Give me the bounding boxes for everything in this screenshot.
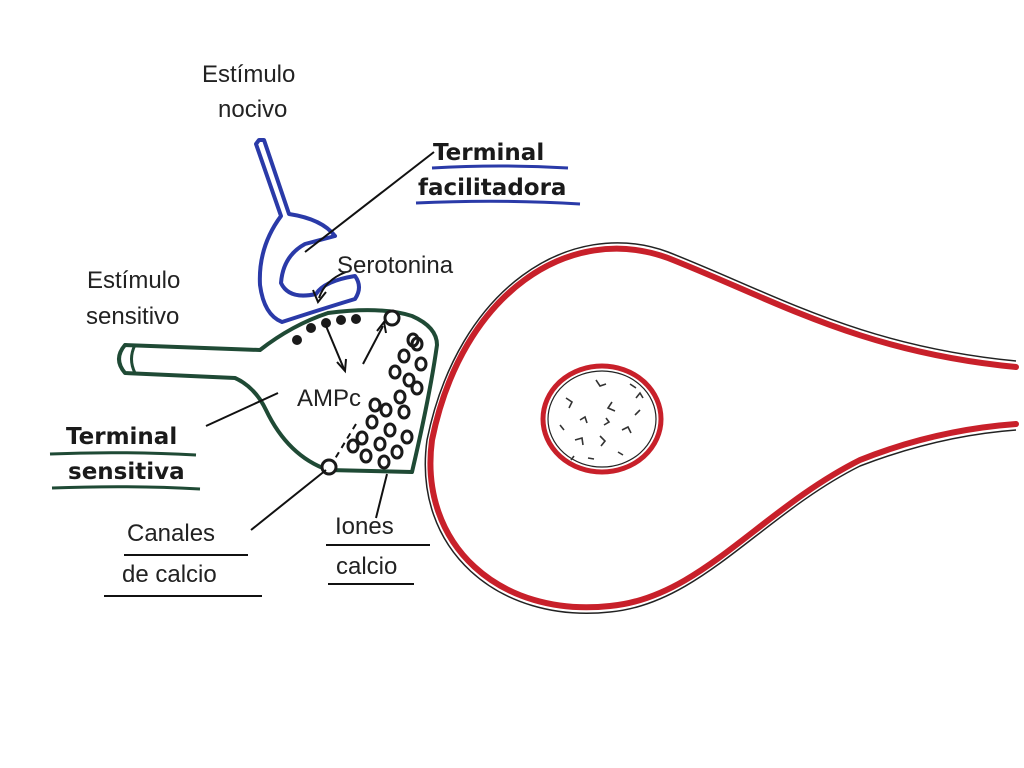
underline-sensory-2 [51, 485, 201, 491]
chromatin-speckle [635, 391, 644, 399]
chromatin-speckle [570, 455, 575, 461]
chromatin-speckle [579, 415, 588, 424]
chromatin-speckles [559, 379, 644, 461]
label-sensory-stimulus: Estímulo [87, 267, 180, 294]
chromatin-speckle [559, 424, 565, 431]
label-calcium-ions: Iones [335, 513, 394, 540]
calcium-ion-dot [402, 372, 416, 388]
underline-sensory-1 [49, 451, 197, 457]
arrow-to-camp-head [336, 358, 347, 374]
sensory-axon-end [130, 344, 137, 374]
calcium-ion-dot [390, 444, 404, 460]
chromatin-speckle [565, 397, 574, 409]
underline-facilitating-2 [415, 199, 581, 206]
calcium-ion-dot [379, 402, 393, 418]
leader-line-calcium-channels [250, 469, 327, 531]
nucleus [540, 363, 664, 475]
label-calcium-channels: Canales [127, 520, 215, 547]
calcium-ion-dot [359, 448, 373, 464]
calcium-ion-dot [383, 422, 397, 438]
serotonin-dot [321, 318, 331, 328]
chromatin-speckle [595, 379, 607, 387]
label-noxious-stimulus: Estímulo [202, 61, 295, 88]
chromatin-speckle [617, 451, 624, 456]
chromatin-speckle [599, 435, 607, 447]
arrow-from-camp-to-channel-head [376, 319, 387, 334]
calcium-ion-dot [388, 364, 402, 380]
calcium-ion-dot [365, 414, 379, 430]
calcium-ion-dot [355, 430, 369, 446]
label-sensory-terminal-2: sensitiva [68, 459, 185, 485]
label-facilitating-terminal-2: facilitadora [418, 175, 566, 201]
arrow-to-camp [325, 325, 345, 370]
label-calcium-channels-2: de calcio [122, 561, 217, 588]
arrow-from-camp-to-channel [362, 325, 384, 365]
chromatin-speckle [587, 457, 595, 460]
serotonin-vesicle-dots [292, 314, 361, 345]
chromatin-speckle [634, 409, 641, 416]
calcium-ion-dot [373, 436, 387, 452]
leader-line-facilitating-terminal [304, 151, 435, 253]
chromatin-speckle [606, 401, 616, 412]
calcium-ion-dot [397, 404, 411, 420]
serotonin-dot [292, 335, 302, 345]
serotonin-dot [306, 323, 316, 333]
calcium-ion-dot [346, 438, 360, 454]
nucleus-outline [547, 370, 657, 468]
leader-line-sensory-terminal [205, 392, 279, 427]
serotonin-arrowhead [312, 289, 327, 304]
label-camp: AMPc [297, 385, 361, 412]
chromatin-speckle [603, 417, 611, 426]
label-noxious-stimulus-2: nocivo [218, 96, 287, 123]
label-calcium-ions-2: calcio [336, 553, 397, 580]
label-serotonin: Serotonina [337, 252, 454, 279]
calcium-ion-dot [410, 336, 424, 352]
dashed-line-channel [332, 423, 357, 463]
calcium-ion-dot [414, 356, 428, 372]
calcium-ion-dot [393, 389, 407, 405]
calcium-ion-dot [410, 380, 424, 396]
calcium-ion-dot [377, 454, 391, 470]
calcium-ion-dot [368, 397, 382, 413]
calcium-ion-dot [400, 429, 414, 445]
serotonin-dot [351, 314, 361, 324]
calcium-channel-top [383, 309, 401, 327]
facilitating-terminal [254, 138, 361, 324]
label-facilitating-terminal: Terminal [433, 140, 544, 166]
label-sensory-terminal: Terminal [66, 424, 177, 450]
calcium-ion-dot [397, 348, 411, 364]
postsynaptic-neuron-outline [424, 242, 1017, 614]
serotonin-arrow [318, 271, 347, 299]
label-sensory-stimulus-2: sensitivo [86, 303, 179, 330]
underline-facilitating-1 [431, 164, 569, 170]
calcium-ion-dots [346, 332, 428, 470]
chromatin-speckle [574, 436, 584, 446]
sensory-terminal [117, 308, 439, 474]
postsynaptic-neuron [427, 245, 1019, 611]
leader-line-calcium-ions [375, 473, 388, 519]
serotonin-dot [336, 315, 346, 325]
chromatin-speckle [621, 425, 632, 434]
chromatin-speckle [629, 383, 637, 389]
